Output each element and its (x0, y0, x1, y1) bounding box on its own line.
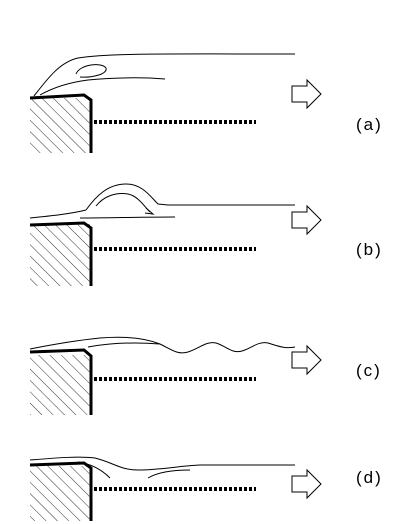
flow-line-lower (77, 461, 111, 479)
flow-line-upper (33, 53, 296, 97)
flow-line-rear (147, 469, 191, 479)
flow-line-lower (87, 342, 161, 348)
outflow-arrow (291, 468, 322, 500)
step-wall-block (30, 98, 90, 153)
separation-bubble (85, 183, 295, 211)
step-wall-outline (29, 461, 93, 521)
reattachment-arrowhead (144, 207, 155, 215)
separation-bubble-inner (95, 193, 151, 213)
flow-line-lower (79, 216, 176, 219)
outflow-arrow (291, 204, 322, 236)
panel-label-d: (d) (356, 468, 383, 487)
step-wall-block (30, 355, 90, 415)
panel-c (29, 336, 322, 415)
flow-line-lower (39, 77, 166, 96)
flow-line-incoming (29, 209, 87, 219)
flow-line-upper (29, 456, 295, 471)
outflow-arrow (291, 78, 322, 110)
step-wall-outline (29, 348, 93, 415)
shear-layer-wave (29, 336, 296, 354)
step-wall-outline (29, 93, 93, 153)
panel-b (29, 183, 322, 286)
step-wall-block (30, 224, 90, 286)
step-wall-block (30, 466, 90, 521)
panel-label-a: (a) (356, 115, 383, 134)
outflow-arrow (291, 344, 322, 376)
recirculation-eddy (75, 64, 107, 78)
panel-label-b: (b) (356, 240, 383, 259)
panel-label-c: (c) (356, 361, 382, 380)
panel-d (29, 456, 322, 521)
panel-a (29, 53, 322, 153)
step-wall-outline (29, 221, 93, 286)
